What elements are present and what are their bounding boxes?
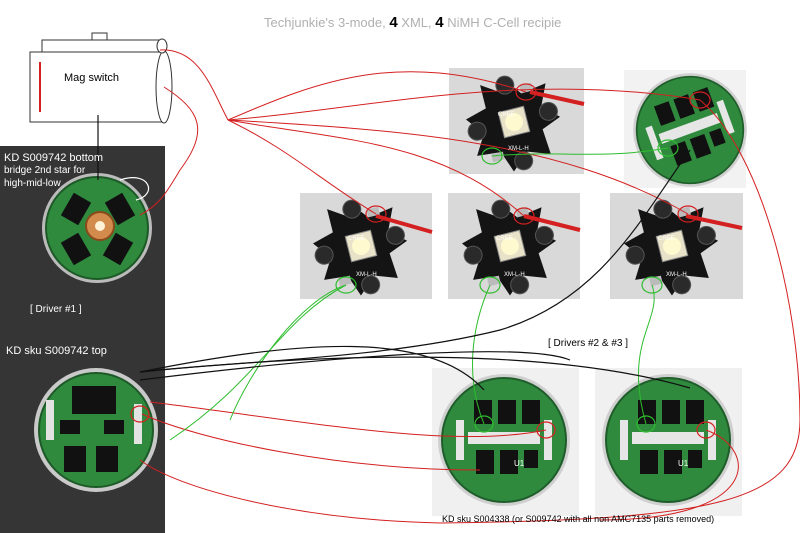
led-1-board-marking: XM-L-H bbox=[508, 146, 529, 152]
solder-point-markers bbox=[130, 83, 716, 439]
driver1-label: [ Driver #1 ] bbox=[30, 304, 82, 315]
driver1-note-line2: bridge 2nd star for bbox=[4, 165, 86, 176]
bridge-loop bbox=[119, 177, 149, 201]
bottom-note: KD sku S004338 (or S009742 with all non … bbox=[442, 514, 715, 524]
title-part-1: Techjunkie's 3-mode, bbox=[264, 15, 390, 30]
driver2-marking: U1 bbox=[514, 459, 525, 468]
led-star-3 bbox=[452, 188, 567, 306]
green-wires[interactable] bbox=[169, 147, 669, 441]
driver1-bottom-board bbox=[42, 173, 152, 283]
led-1-marking: CREE bbox=[498, 112, 515, 118]
led-star-2 bbox=[303, 188, 418, 306]
driver-board-top-right bbox=[616, 56, 764, 204]
diagram-title: Techjunkie's 3-mode, 4 XML, 4 NiMH C-Cel… bbox=[264, 14, 561, 31]
led-3-marking: CREE bbox=[496, 236, 513, 242]
led-star-1 bbox=[456, 64, 571, 182]
driver3-board bbox=[601, 373, 735, 507]
component-markings: CREE CREE CREE CREE XM-L-H XM-L-H XM-L-H… bbox=[348, 112, 689, 468]
led-2-marking: CREE bbox=[348, 236, 365, 242]
driver1-top-board bbox=[34, 368, 158, 492]
drivers-2-3-label: [ Drivers #2 & #3 ] bbox=[548, 338, 629, 349]
title-part-2: XML, bbox=[397, 15, 436, 30]
title-cell-count: 4 bbox=[435, 14, 444, 31]
led-4-board-marking: XM-L-H bbox=[666, 272, 687, 278]
title-led-count: 4 bbox=[389, 14, 398, 31]
driver1-note-line3: high-mid-low bbox=[4, 178, 61, 189]
led-4-marking: CREE bbox=[658, 236, 675, 242]
led-star-4 bbox=[614, 188, 729, 306]
led-2-board-marking: XM-L-H bbox=[356, 272, 377, 278]
driver1-top-label: KD sku S009742 top bbox=[6, 345, 107, 357]
driver2-board bbox=[437, 373, 571, 507]
driver1-note-line1: KD S009742 bottom bbox=[4, 152, 104, 164]
led-3-board-marking: XM-L-H bbox=[504, 272, 525, 278]
black-wires[interactable] bbox=[97, 115, 691, 391]
mag-switch-label: Mag switch bbox=[64, 72, 120, 84]
battery-cylinder bbox=[29, 32, 173, 124]
driver3-marking: U1 bbox=[678, 459, 689, 468]
title-part-3: NiMH C-Cell recipie bbox=[443, 15, 562, 30]
